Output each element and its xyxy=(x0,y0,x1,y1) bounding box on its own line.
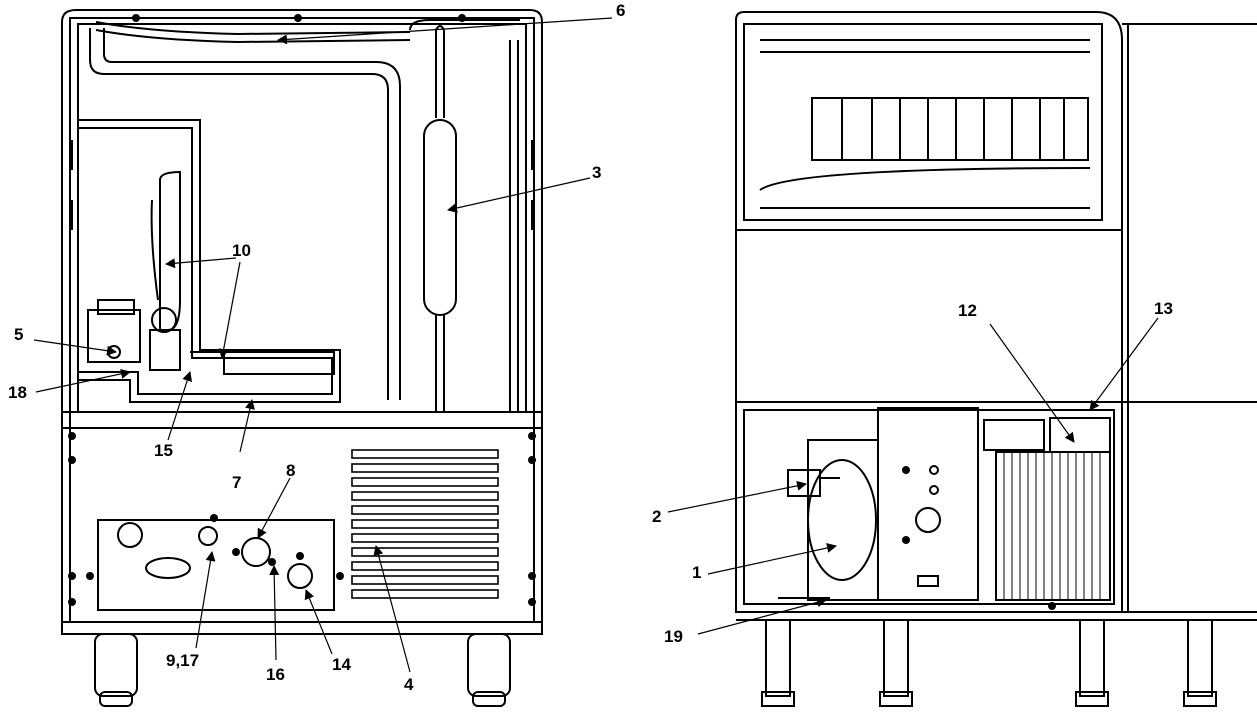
callout-16: 16 xyxy=(266,665,285,684)
rear-view-machine xyxy=(61,9,543,707)
leader-15 xyxy=(167,371,192,441)
callout-15: 15 xyxy=(154,441,173,460)
leader-7 xyxy=(239,399,255,453)
callout-9-17: 9,17 xyxy=(166,651,200,670)
callout-3: 3 xyxy=(592,163,602,182)
callout-7: 7 xyxy=(232,473,242,492)
leader-13 xyxy=(1089,317,1159,411)
leader-19 xyxy=(697,597,827,635)
leader-4 xyxy=(373,545,411,673)
leader-1 xyxy=(707,543,837,575)
leader-2 xyxy=(667,480,807,513)
callout-19: 19 xyxy=(664,627,683,646)
callout-1: 1 xyxy=(692,563,702,582)
callout-10: 10 xyxy=(232,241,251,260)
callout-4: 4 xyxy=(404,675,414,694)
leader-8 xyxy=(257,477,291,539)
leader-3 xyxy=(447,177,591,213)
leader-5 xyxy=(33,339,117,356)
leader-12 xyxy=(989,323,1075,443)
callout-5: 5 xyxy=(14,325,24,344)
leader-10-a xyxy=(165,257,237,269)
leader-9-17 xyxy=(195,551,216,649)
leader-18 xyxy=(35,368,131,393)
callout-2: 2 xyxy=(652,507,662,526)
leader-lines xyxy=(33,17,1159,673)
callout-14: 14 xyxy=(332,655,351,674)
callout-13: 13 xyxy=(1154,299,1173,318)
leader-14 xyxy=(304,589,333,655)
leader-6 xyxy=(277,17,613,45)
callout-12: 12 xyxy=(958,301,977,320)
callout-18: 18 xyxy=(8,383,27,402)
callout-6: 6 xyxy=(616,1,626,20)
callout-8: 8 xyxy=(286,461,296,480)
leader-16 xyxy=(269,565,280,661)
side-view-machine xyxy=(735,11,1257,707)
leader-10-b xyxy=(218,261,241,359)
